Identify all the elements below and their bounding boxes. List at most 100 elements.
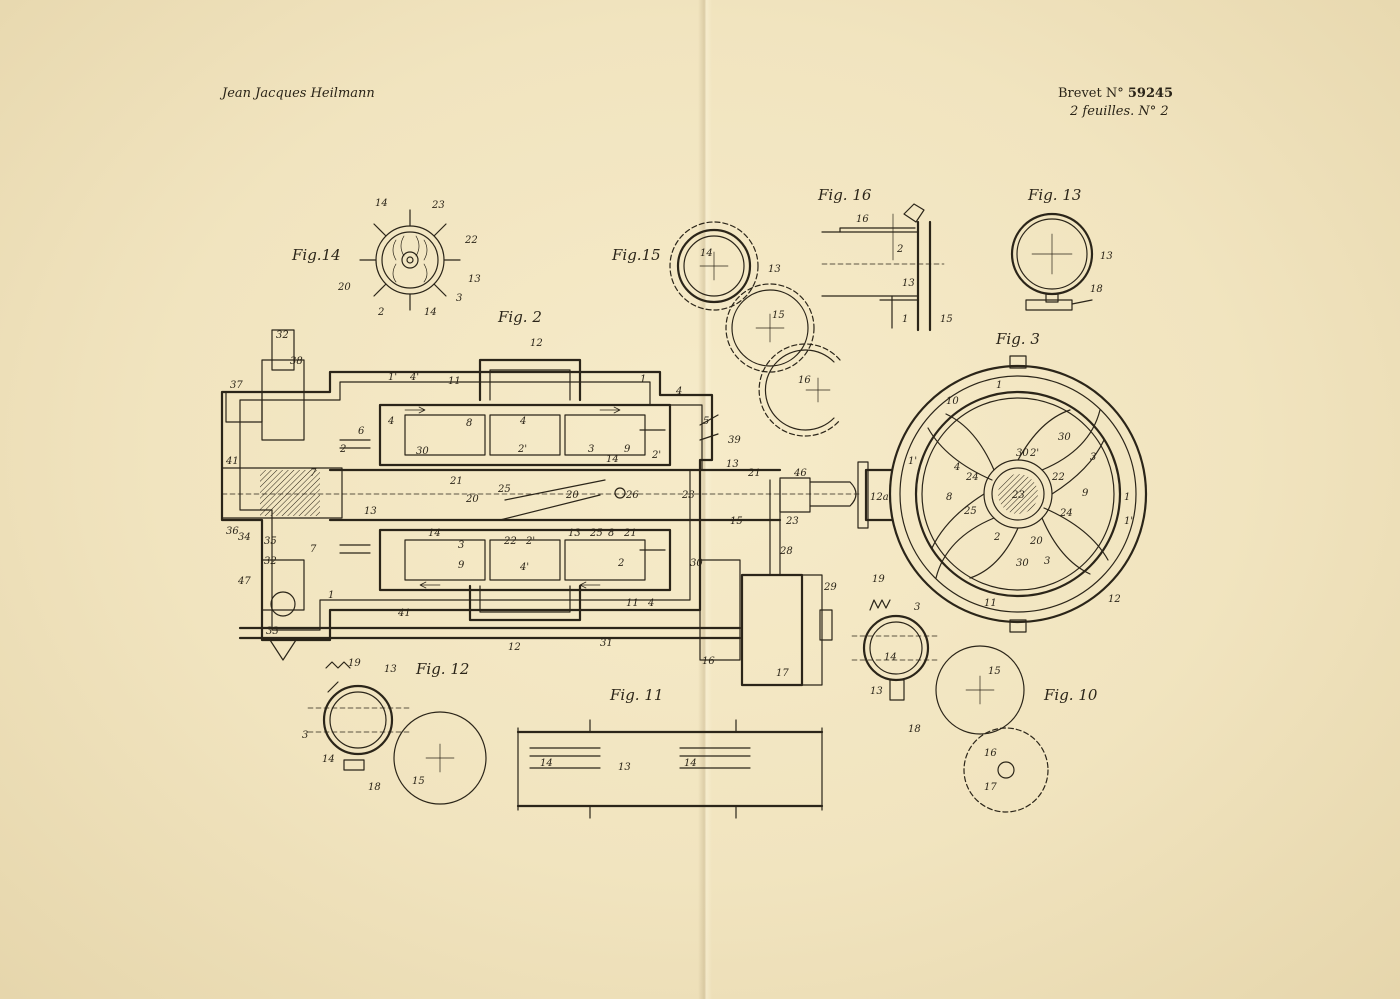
fig12-label: Fig. 12 <box>415 660 469 678</box>
fig14-n14-bottom: 14 <box>424 307 437 318</box>
fig3-n10: 10 <box>946 396 959 407</box>
fig12-n19: 19 <box>348 658 361 669</box>
fig2-n14-upper: 14 <box>606 454 619 465</box>
fig3-n30-right: 30 <box>1058 432 1071 443</box>
fig2-n20-left: 20 <box>465 494 479 505</box>
fig2-n13-left: 13 <box>364 506 377 517</box>
fig16-n16: 16 <box>856 214 869 225</box>
fig2-n37: 37 <box>230 380 243 391</box>
figure-13: Fig. 13 13 18 <box>1010 186 1113 311</box>
fig2-n23-center: 23 <box>681 490 695 501</box>
fig2-n2p-lower: 2' <box>525 536 535 547</box>
patent-number: Brevet N° 59245 <box>1058 86 1173 101</box>
fig15-label: Fig.15 <box>611 246 661 264</box>
fig14-n23: 23 <box>431 200 445 211</box>
fig2-n32-top: 32 <box>276 330 289 341</box>
fig3-n22: 22 <box>1051 472 1065 483</box>
fig2-n12-bottom: 12 <box>508 642 521 653</box>
fig2-n30-left: 30 <box>416 446 429 457</box>
sheet-count: 2 feuilles. N° 2 <box>1070 104 1169 119</box>
fig14-n2: 2 <box>377 307 384 318</box>
inventor-name: Jean Jacques Heilmann <box>222 86 375 101</box>
fig2-n25-lower: 25 <box>589 528 603 539</box>
fig2-n4-lower: 4 <box>647 598 654 609</box>
fig14-n14-top: 14 <box>375 198 388 209</box>
fig2-n5: 5 <box>703 416 709 427</box>
fig3-n30-bottom: 30 <box>1016 558 1029 569</box>
fig11-n14-left: 14 <box>540 758 553 769</box>
fig11-n13: 13 <box>618 762 631 773</box>
fig2-n39: 39 <box>728 435 741 446</box>
fig2-n2-left: 2 <box>339 444 346 455</box>
fig2-n35: 35 <box>264 536 277 547</box>
fig10-n14: 14 <box>884 652 897 663</box>
fig2-n22: 22 <box>503 536 517 547</box>
fig2-n26: 26 <box>625 490 639 501</box>
fig12-n15: 15 <box>412 776 425 787</box>
fig2-n21-right: 21 <box>747 468 761 479</box>
fig2-n28: 28 <box>779 546 793 557</box>
fig2-n36: 36 <box>226 526 239 537</box>
fig3-n12: 12 <box>1108 594 1121 605</box>
fig15-n15: 15 <box>772 310 785 321</box>
fig3-n2p: 2' <box>1029 448 1039 459</box>
fig3-n24-left: 24 <box>965 472 979 483</box>
fig2-n1: 1 <box>640 374 646 385</box>
fig2-n9-lower: 9 <box>458 560 465 571</box>
fig13-label: Fig. 13 <box>1027 186 1081 204</box>
fig15-n13: 13 <box>768 264 781 275</box>
fig2-n30-right: 30 <box>690 558 703 569</box>
fig2-n1p: 1' <box>388 372 397 383</box>
figure-11: Fig. 11 14 13 14 <box>516 686 824 819</box>
fig10-n3: 3 <box>914 602 920 613</box>
fig3-n3-bottom: 3 <box>1044 556 1050 567</box>
fig12-n14: 14 <box>322 754 335 765</box>
fig2-n4p-lower: 4' <box>519 562 529 573</box>
figure-3: Fig. 3 1 10 1' 12a 30 2' 30 3 4 24 22 9 … <box>857 330 1148 633</box>
fig2-n29: 29 <box>823 582 837 593</box>
figure-14: Fig.14 14 23 22 13 3 14 2 20 <box>291 198 481 318</box>
fig2-n32-bottom: 32 <box>264 556 277 567</box>
fig2-n13-right: 13 <box>726 459 739 470</box>
fig2-n13-lower: 13 <box>568 528 581 539</box>
fig3-n1-top: 1 <box>996 380 1002 391</box>
fig10-n16: 16 <box>984 748 997 759</box>
fig2-n7-upper: 7 <box>310 468 317 479</box>
fig3-n30-left: 30 <box>1016 448 1029 459</box>
fig14-n3: 3 <box>456 293 462 304</box>
fig2-n4-upper: 4 <box>387 416 394 427</box>
fig16-n2: 2 <box>896 244 903 255</box>
fig2-n46: 46 <box>793 468 807 479</box>
fig3-n1p-left: 1' <box>908 456 917 467</box>
fig3-n9: 9 <box>1082 488 1089 499</box>
fig16-label: Fig. 16 <box>817 186 872 204</box>
fig10-n17: 17 <box>984 782 997 793</box>
fig2-n41-left: 41 <box>225 456 239 467</box>
fig2-n17: 17 <box>776 668 789 679</box>
fig3-n3: 3 <box>1090 452 1096 463</box>
center-fold <box>698 0 712 999</box>
fig2-n2p-upper: 2' <box>517 444 527 455</box>
fig12-n18: 18 <box>368 782 381 793</box>
fig2-n31: 31 <box>600 638 613 649</box>
fig3-n4: 4 <box>953 462 960 473</box>
fig12-n13: 13 <box>384 664 397 675</box>
fig3-n23: 23 <box>1011 490 1025 501</box>
fig2-n20-mid: 20 <box>565 490 579 501</box>
fig2-n25-upper: 25 <box>497 484 511 495</box>
fig3-n25: 25 <box>963 506 977 517</box>
fig3-n11: 11 <box>984 598 997 609</box>
fig14-n13: 13 <box>468 274 481 285</box>
fig2-n1-lower: 1 <box>328 590 334 601</box>
figure-10: Fig. 10 19 3 14 13 18 15 16 17 <box>851 574 1098 813</box>
fig2-n14-lower: 14 <box>428 528 441 539</box>
fig2-n7-lower: 7 <box>310 544 317 555</box>
fig3-label: Fig. 3 <box>995 330 1040 348</box>
fig2-n33: 33 <box>266 626 279 637</box>
fig2-n38: 38 <box>290 356 303 367</box>
fig14-label: Fig.14 <box>291 246 341 264</box>
fig3-n1-right: 1 <box>1124 492 1130 503</box>
fig2-n21-left: 21 <box>449 476 463 487</box>
fig2-n34: 34 <box>238 532 251 543</box>
figure-2: Fig. 2 <box>220 308 861 687</box>
